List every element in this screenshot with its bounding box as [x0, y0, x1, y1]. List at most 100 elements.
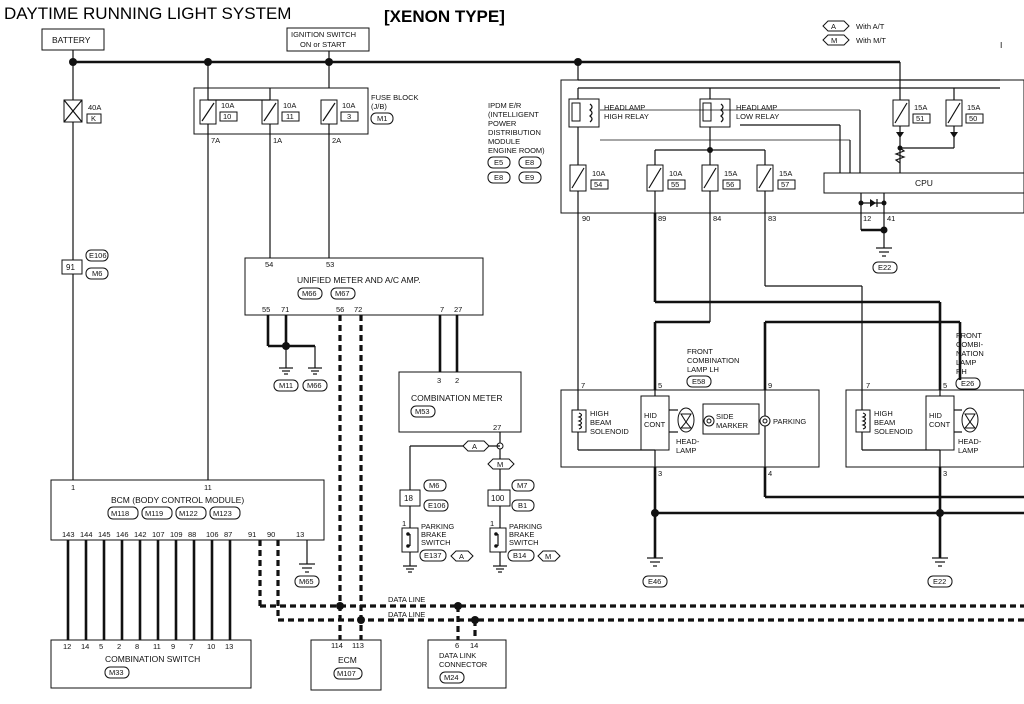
pb-at-l3: SWITCH — [421, 538, 451, 547]
ipdm-conn-2: E8 — [525, 158, 534, 167]
combo-meter-out-pin: 27 — [493, 423, 501, 432]
lamp-lh-pin-9: 9 — [768, 381, 772, 390]
data-link-connector: 6 14 DATA LINK CONNECTOR M24 — [427, 639, 507, 689]
pb-at-c1: M6 — [429, 481, 439, 490]
front-combination-lamp-lh: FRONT COMBINATION LAMP LH E58 7 5 9 HIGH… — [560, 347, 1024, 588]
lamp-lh-pin-3: 3 — [658, 469, 662, 478]
unified-meter: UNIFIED METER AND A/C AMP. M66 M67 54 53… — [244, 257, 484, 392]
lamp-lh-conn: E58 — [692, 377, 705, 386]
fuse-block-title-1: FUSE BLOCK — [371, 93, 419, 102]
ipdm-pin-84: 84 — [713, 214, 721, 223]
lamp-lh-hid-2: CONT — [644, 420, 666, 429]
ipdm-fuse-3-num: 56 — [726, 180, 734, 189]
lamp-feed-wires — [577, 213, 962, 390]
ipdm-pin-89: 89 — [658, 214, 666, 223]
ipdm-fuse-2-rating: 10A — [669, 169, 682, 178]
bcm-pin-11: 11 — [204, 483, 212, 492]
ipdm-fuse-4-rating: 15A — [779, 169, 792, 178]
pb-mt-l2: BRAKE — [509, 530, 534, 539]
pb-mt-c2: B1 — [518, 501, 527, 510]
fuse-40a-id: K — [91, 114, 96, 123]
pb-mt-c1: M7 — [517, 481, 527, 490]
lamp-lh-pin-4: 4 — [768, 469, 772, 478]
meter-pin-7: 7 — [440, 305, 444, 314]
bcm-conn-3: M122 — [179, 509, 198, 518]
ecm-pin-2: 113 — [352, 641, 364, 650]
meter-pin-72: 72 — [354, 305, 362, 314]
ipdm-label-2: (INTELLIGENT — [488, 110, 539, 119]
ignition-label-1: IGNITION SWITCH — [291, 30, 356, 39]
ipdm-gnd-pin-2: 41 — [887, 214, 895, 223]
ipdm-conn-4: E9 — [525, 173, 534, 182]
lamp-rh-hid-1: HID — [929, 411, 943, 420]
jb-fuse-3-rating: 10A — [342, 101, 355, 110]
combination-meter: 3 2 COMBINATION METER M53 27 A M — [398, 371, 522, 490]
bcm-pin-1: 1 — [71, 483, 75, 492]
combo-meter-pin-2: 2 — [455, 376, 459, 385]
battery-label: BATTERY — [52, 35, 91, 45]
bcm-bottom-pin: 146 — [116, 530, 129, 539]
lamp-rh-head-2: LAMP — [958, 446, 978, 455]
relay-high-label-2: HIGH RELAY — [604, 112, 649, 121]
pb-at-l1: PARKING — [421, 522, 454, 531]
combo-switch-pin: 5 — [99, 642, 103, 651]
ipdm-fuse-1-num: 54 — [594, 180, 602, 189]
meter-pin-53: 53 — [326, 260, 334, 269]
bcm-bottom-pin: 109 — [170, 530, 183, 539]
pb-at-c2: E106 — [428, 501, 446, 510]
data-line-label-2: DATA LINE — [388, 610, 425, 619]
lamp-rh-hb-1: HIGH — [874, 409, 893, 418]
ipdm-top-fuse-2-num: 50 — [969, 114, 977, 123]
bcm-bottom-pin: 106 — [206, 530, 219, 539]
ipdm-label-5: MODULE — [488, 137, 520, 146]
relay-low-label-1: HEADLAMP — [736, 103, 777, 112]
jb-fuse-2-rating: 10A — [283, 101, 296, 110]
jb-out-1: 7A — [211, 136, 220, 145]
bcm-conn-2: M119 — [145, 509, 163, 518]
ipdm-er: IPDM E/R (INTELLIGENT POWER DISTRIBUTION… — [487, 79, 1024, 274]
ipdm-fuse-1-rating: 10A — [592, 169, 605, 178]
fuse-block-title-2: (J/B) — [371, 102, 387, 111]
ipdm-top-fuse-1-num: 51 — [916, 114, 924, 123]
bcm-bottom-pin: 144 — [80, 530, 93, 539]
jb-out-2: 1A — [273, 136, 282, 145]
ipdm-ground: E22 — [878, 263, 891, 272]
ecm: 114 113 ECM M107 — [310, 639, 382, 691]
ipdm-fuse-3-rating: 15A — [724, 169, 737, 178]
meter-pin-55: 55 — [262, 305, 270, 314]
pb-at-pin: 18 — [404, 494, 413, 503]
combo-switch-pin: 9 — [171, 642, 175, 651]
pb-mt-code: M — [545, 552, 551, 561]
ipdm-top-fuse-1-rating: 15A — [914, 103, 927, 112]
legend-code-mt: M — [831, 36, 837, 45]
combo-switch-pin: 8 — [135, 642, 139, 651]
headlamp-high-relay — [568, 98, 600, 128]
dlc-label-2: CONNECTOR — [439, 660, 488, 669]
pb-at-code: A — [459, 552, 464, 561]
pb-at-l2: BRAKE — [421, 530, 446, 539]
cpu-box — [823, 172, 1024, 194]
lamp-rh-conn: E26 — [961, 379, 974, 388]
bcm-bottom-pin: 90 — [267, 530, 275, 539]
combo-switch-pin: 14 — [81, 642, 89, 651]
ipdm-label-4: DISTRIBUTION — [488, 128, 541, 137]
dlc-pin-2: 14 — [470, 641, 478, 650]
diagram-subtitle: [XENON TYPE] — [384, 7, 505, 26]
connector-e106: 91 E106 M6 — [61, 249, 109, 480]
jb-out-3: 2A — [332, 136, 341, 145]
combo-switch-pin: 2 — [117, 642, 121, 651]
combo-meter-title: COMBINATION METER — [411, 393, 502, 403]
meter-conn-2: M67 — [335, 289, 350, 298]
ipdm-label-6: ENGINE ROOM) — [488, 146, 545, 155]
bcm-bottom-pin: 107 — [152, 530, 165, 539]
combo-meter-conn: M53 — [415, 407, 430, 416]
bcm-bottom-pin: 143 — [62, 530, 75, 539]
data-line-wires: DATA LINE DATA LINE — [258, 315, 1024, 640]
e106-c1: E106 — [89, 251, 107, 260]
lamp-lh-pin-5: 5 — [658, 381, 662, 390]
ecm-title: ECM — [338, 655, 357, 665]
lamp-lh-l1: FRONT — [687, 347, 713, 356]
legend-code-at: A — [831, 22, 836, 31]
headlamp-low-relay — [699, 98, 731, 128]
